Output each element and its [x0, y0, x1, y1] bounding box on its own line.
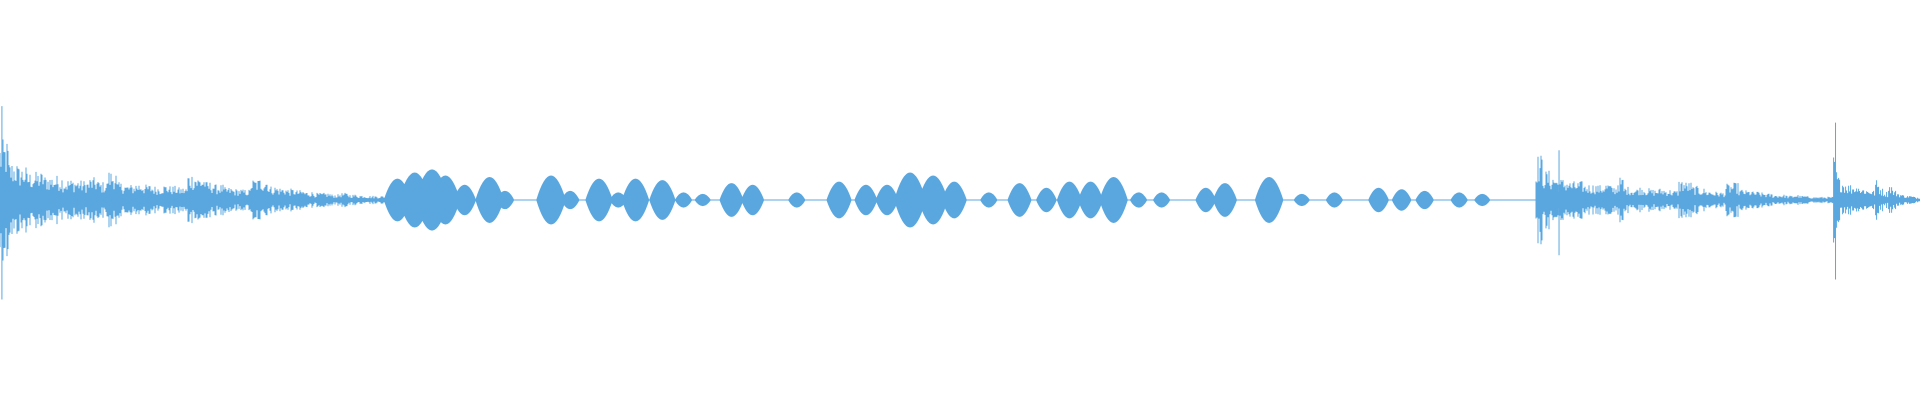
waveform-blob	[1450, 192, 1468, 208]
waveform-blob	[826, 181, 852, 219]
waveform-blob	[918, 175, 948, 225]
waveform-blob	[585, 178, 613, 222]
waveform-burst-1	[1535, 155, 1834, 245]
waveform-blob	[854, 184, 878, 216]
waveform-blob	[649, 180, 676, 220]
waveform-blob	[1152, 192, 1171, 208]
waveform-trace	[0, 106, 1920, 300]
waveform-blob	[741, 184, 765, 216]
waveform-blob	[475, 177, 504, 223]
waveform-blob	[430, 175, 461, 225]
waveform-burst-0	[0, 139, 394, 261]
waveform-blob	[875, 184, 899, 216]
waveform-blob	[1368, 187, 1389, 213]
waveform-blob	[453, 184, 477, 216]
waveform-blob	[1195, 187, 1217, 213]
waveform-blob	[980, 192, 998, 208]
waveform-blob	[1077, 181, 1104, 219]
waveform-blob	[1325, 192, 1344, 208]
waveform-blob	[1129, 192, 1148, 208]
waveform-blob	[560, 190, 580, 210]
waveform-blob	[1007, 183, 1032, 217]
waveform-blob	[609, 192, 627, 208]
waveform-burst-2	[1833, 157, 1920, 243]
waveform-blob	[1036, 187, 1057, 213]
waveform-blob	[621, 178, 650, 222]
waveform-burst-strokes	[1535, 155, 1834, 245]
waveform-blob	[1391, 189, 1412, 211]
waveform-burst-strokes	[1833, 157, 1920, 243]
waveform-blob	[1415, 190, 1434, 210]
waveform-blob	[941, 181, 967, 219]
waveform-blob	[1212, 183, 1238, 217]
waveform-blob	[495, 190, 515, 210]
waveform-blob	[674, 192, 693, 208]
waveform-blob	[788, 192, 806, 208]
waveform-blob	[1254, 177, 1284, 223]
waveform-blob	[1293, 193, 1310, 207]
waveform-blob	[694, 193, 711, 207]
waveform-blob	[894, 172, 926, 228]
waveform-blob	[719, 183, 744, 217]
waveform-burst-strokes	[0, 139, 394, 261]
waveform-blob	[1099, 177, 1128, 223]
waveform-blob	[1056, 181, 1083, 219]
waveform-blob	[536, 175, 566, 225]
waveform-blob	[1474, 193, 1491, 207]
